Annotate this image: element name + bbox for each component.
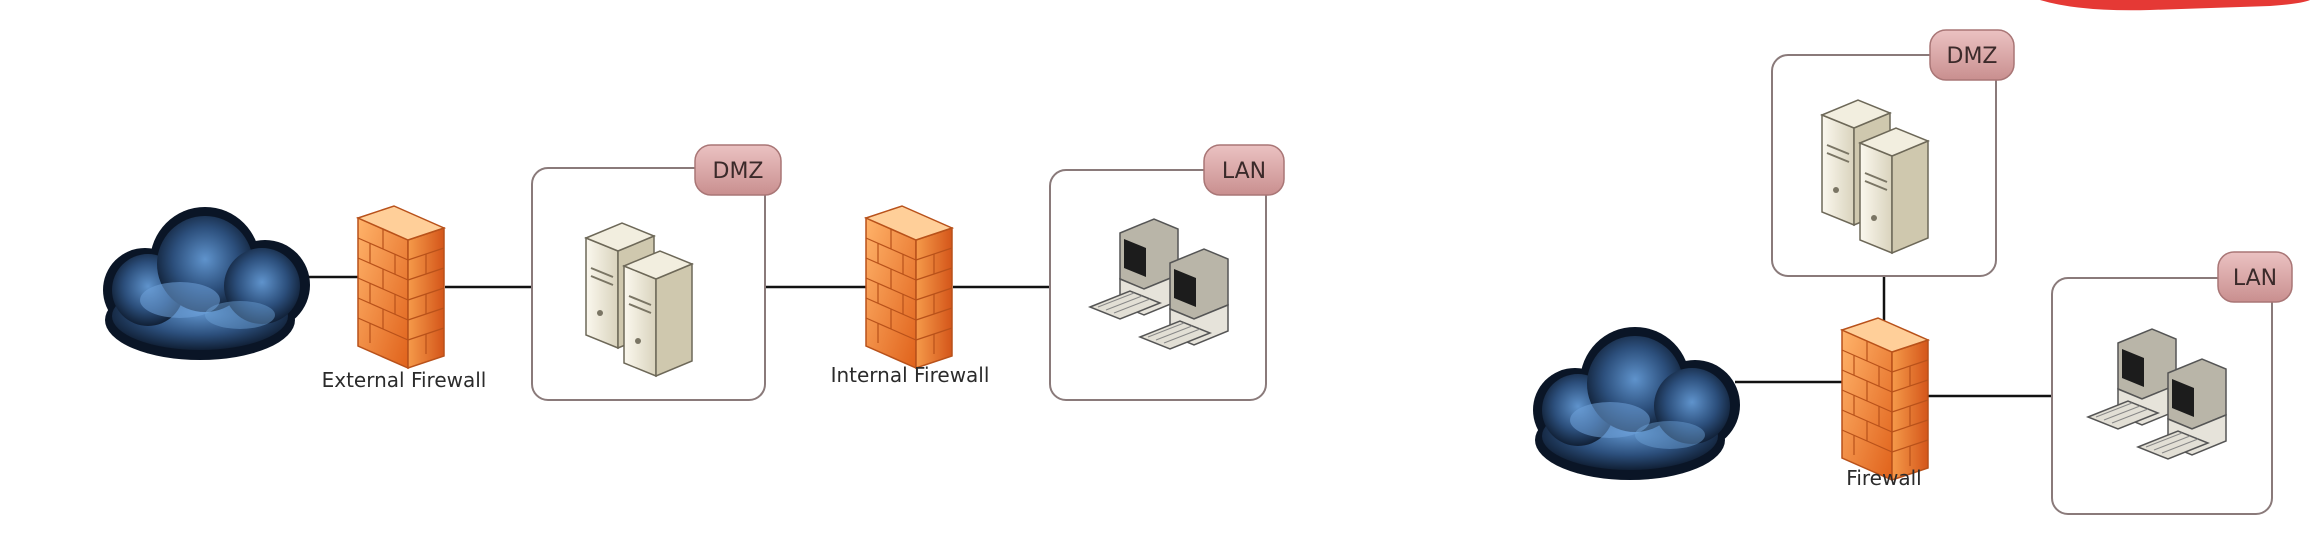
top-right-accent [2040,0,2310,11]
lan-tag-text: LAN [2233,266,2277,291]
external-firewall-label: External Firewall [322,368,487,392]
right-diagram: DMZ Firewall LAN [1533,29,2293,515]
external-firewall-icon [357,205,445,369]
firewall-icon [1841,317,1929,481]
internet-cloud-icon [103,207,310,360]
lan-tag-text: LAN [1222,159,1266,184]
internal-firewall-label: Internal Firewall [831,363,990,387]
firewall-label: Firewall [1846,466,1921,490]
dmz-tag [694,144,782,196]
dmz-tag-text: DMZ [713,159,764,184]
internal-firewall-icon [865,205,953,369]
dmz-tag [1929,29,2015,81]
dmz-tag-text: DMZ [1947,44,1998,69]
internet-cloud-icon [1533,327,1740,480]
lan-tag [1203,144,1285,196]
left-diagram: External Firewall DMZ Internal Firewall … [103,144,1285,401]
lan-tag [2217,251,2293,303]
